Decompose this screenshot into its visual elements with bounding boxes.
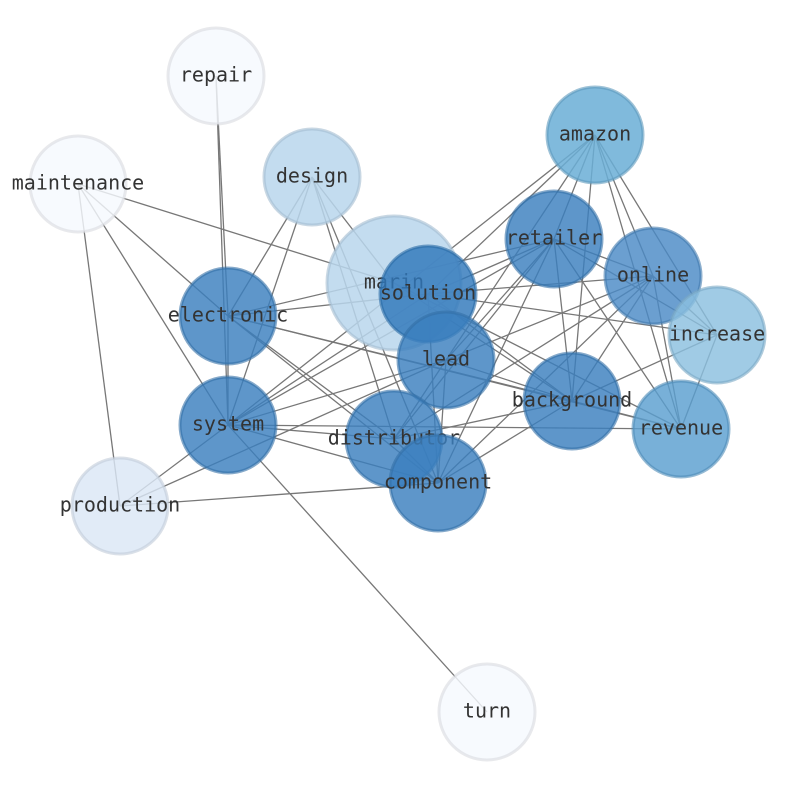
node-maintenance: maintenance <box>12 134 144 234</box>
node-revenue: revenue <box>631 379 731 479</box>
node-label-increase: increase <box>669 322 765 346</box>
node-circle-increase <box>667 285 767 385</box>
node-circle-online <box>603 226 703 326</box>
node-label-design: design <box>276 164 348 188</box>
node-background: background <box>512 351 632 451</box>
node-system: system <box>178 375 278 475</box>
node-retailer: retailer <box>504 189 604 289</box>
node-label-system: system <box>192 412 264 436</box>
node-repair: repair <box>166 26 266 126</box>
node-design: design <box>262 127 362 227</box>
edge-lead-production <box>119 359 447 507</box>
node-label-amazon: amazon <box>559 122 631 146</box>
edge-repair-system <box>215 75 229 426</box>
edge-online-distributor <box>393 275 654 440</box>
node-label-solution: solution <box>380 281 476 305</box>
node-online: online <box>603 226 703 326</box>
node-production: production <box>60 456 180 556</box>
node-label-component: component <box>384 470 492 494</box>
node-circle-background <box>522 351 622 451</box>
node-label-turn: turn <box>463 699 511 723</box>
node-circle-design <box>262 127 362 227</box>
node-circle-component <box>388 433 488 533</box>
edge-maintenance-production <box>77 183 121 507</box>
node-circle-amazon <box>545 85 645 185</box>
node-lead: lead <box>396 310 496 410</box>
node-label-lead: lead <box>422 347 470 371</box>
node-label-production: production <box>60 493 180 517</box>
node-circle-maintenance <box>28 134 128 234</box>
node-electronic: electronic <box>168 266 288 366</box>
node-circle-lead <box>396 310 496 410</box>
node-turn: turn <box>437 662 537 762</box>
node-circle-revenue <box>631 379 731 479</box>
node-label-repair: repair <box>180 63 252 87</box>
node-circle-retailer <box>504 189 604 289</box>
node-increase: increase <box>667 285 767 385</box>
node-label-online: online <box>617 263 689 287</box>
edge-system-turn <box>227 424 488 713</box>
node-circle-turn <box>437 662 537 762</box>
node-label-retailer: retailer <box>506 226 602 250</box>
node-amazon: amazon <box>545 85 645 185</box>
node-label-maintenance: maintenance <box>12 171 144 195</box>
node-circle-electronic <box>178 266 278 366</box>
node-label-revenue: revenue <box>639 416 723 440</box>
nodes-layer: repairmaintenancedesignamazonmarinretail… <box>12 26 767 762</box>
node-circle-production <box>70 456 170 556</box>
node-label-electronic: electronic <box>168 303 288 327</box>
node-component: component <box>384 433 492 533</box>
node-circle-system <box>178 375 278 475</box>
node-circle-repair <box>166 26 266 126</box>
node-label-background: background <box>512 388 632 412</box>
